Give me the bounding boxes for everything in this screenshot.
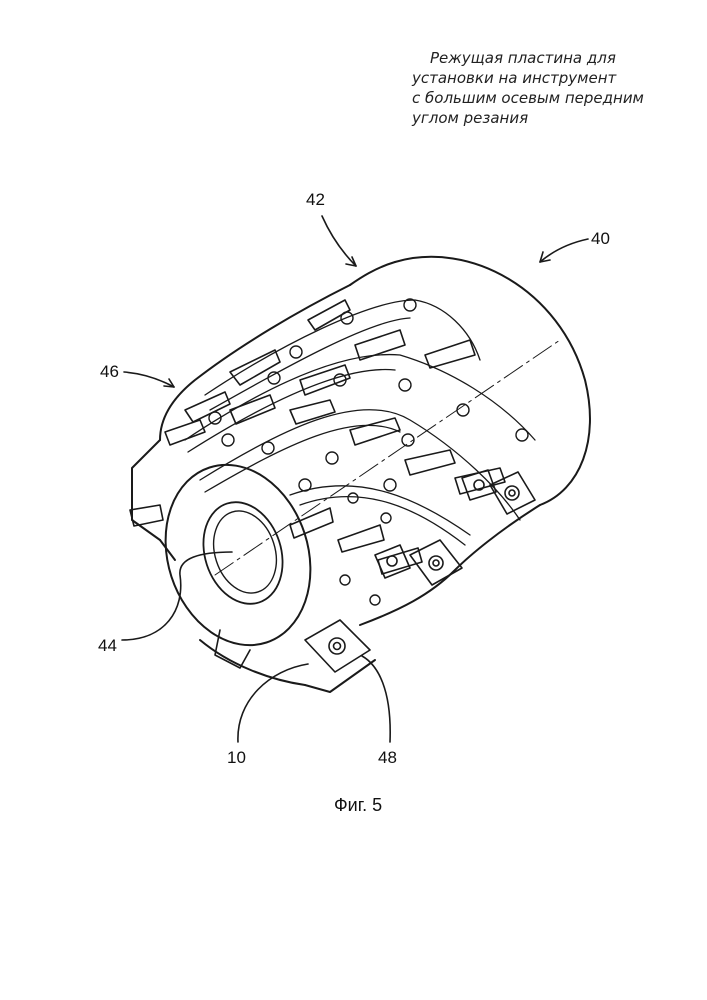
- flute-grooves: [185, 300, 535, 545]
- cutter-body: [132, 257, 590, 692]
- square-inserts: [305, 470, 535, 672]
- coolant-holes: [209, 299, 528, 605]
- leader-arrows: [122, 216, 588, 742]
